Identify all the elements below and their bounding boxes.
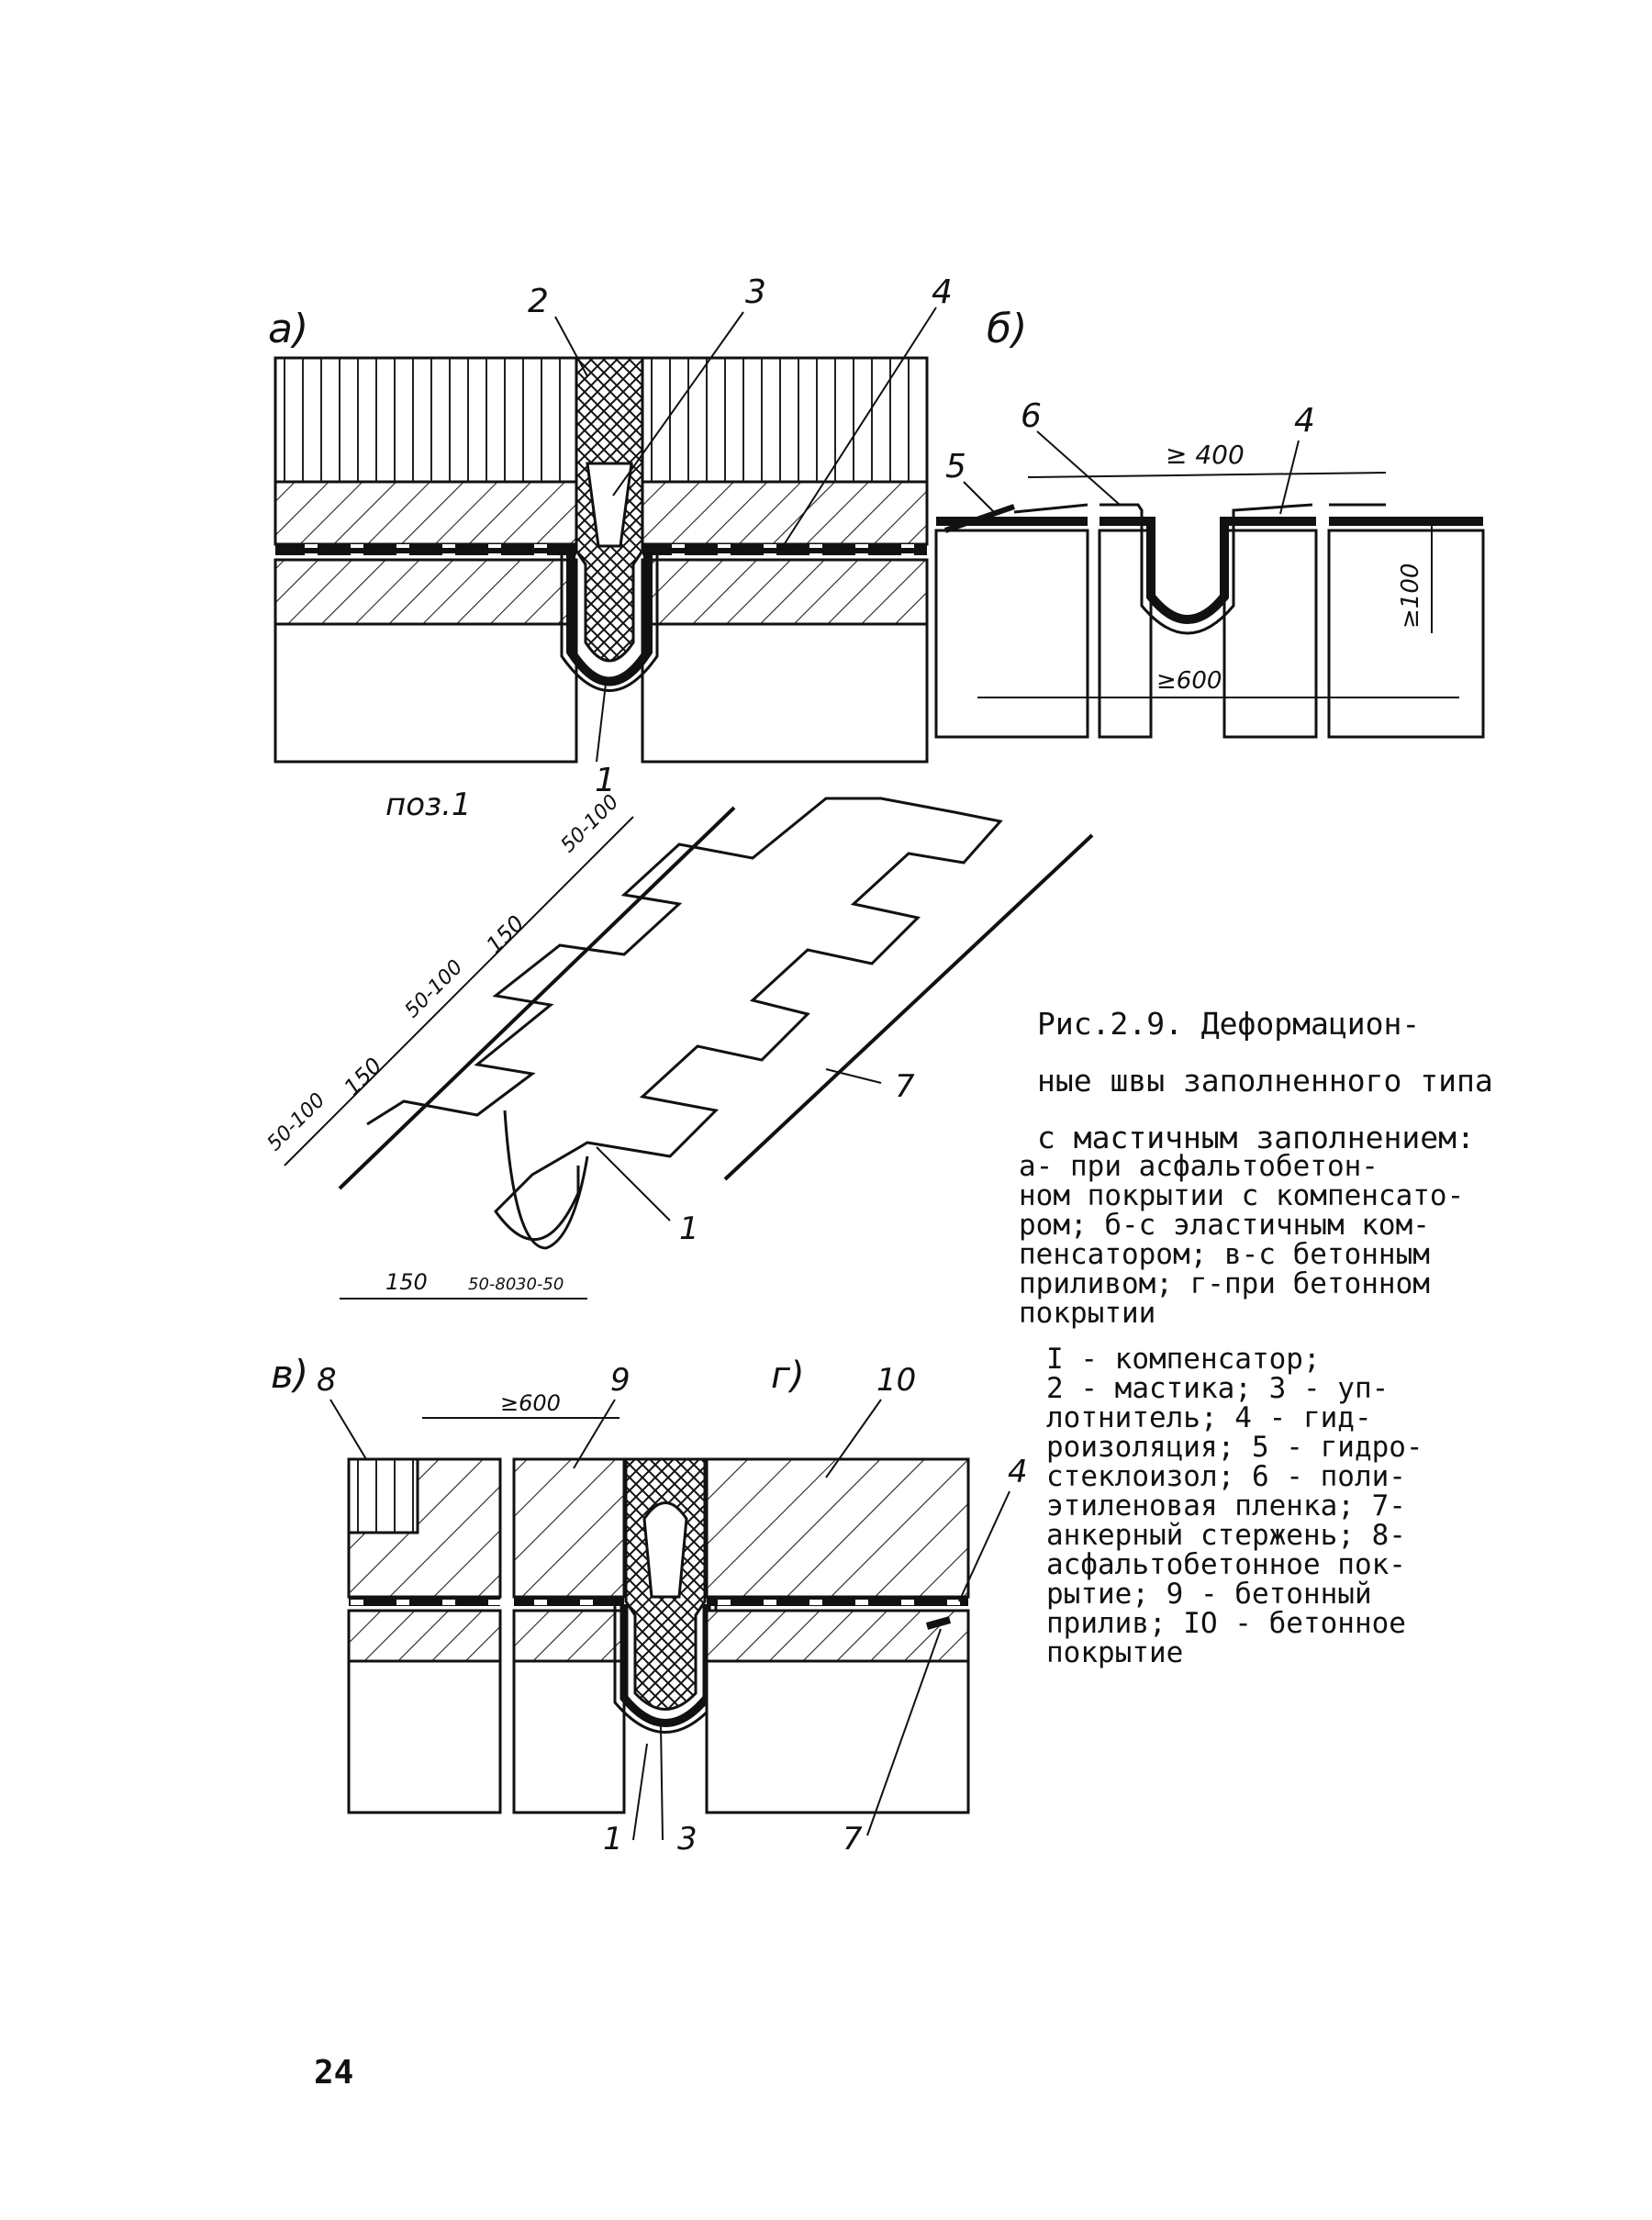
dim-30-50: 30-50: [516, 1275, 564, 1294]
waterproofing-layer: [514, 1597, 624, 1606]
dim-50-80: 50-80: [468, 1275, 516, 1294]
callout-4: 4: [932, 273, 953, 311]
panel-a-label: а): [268, 306, 308, 352]
dim-150-b: 150: [339, 1053, 386, 1100]
concrete-inflow: [512, 1457, 626, 1599]
slab: [1222, 529, 1318, 739]
seal-insert: [642, 1501, 688, 1599]
page-number: 24: [314, 2054, 354, 2092]
slab: [641, 622, 929, 764]
figure-legend: I - компенсатор; 2 - мастика; 3 - уп- ло…: [1046, 1343, 1423, 1669]
panel-g: г) 10 4 7: [613, 1355, 1028, 1857]
base-layer: [705, 1609, 970, 1663]
dim-50-100-b: 50-100: [401, 955, 468, 1022]
asphalt-layer: [273, 356, 578, 484]
pos1-label: поз.1: [385, 786, 472, 823]
dim-400: ≥ 400: [1166, 440, 1245, 470]
waterproofing-layer: [349, 1597, 500, 1606]
panel-a: а) 2 3 4 1: [268, 273, 953, 799]
panel-v-label: в): [271, 1352, 308, 1397]
callout-9: 9: [610, 1362, 631, 1399]
callout-1: 1: [595, 762, 616, 799]
dim-600: ≥600: [1156, 667, 1222, 695]
callout-10: 10: [876, 1362, 916, 1399]
dim-50-100-c: 50-100: [263, 1088, 330, 1155]
glass-insulation: [944, 504, 1015, 533]
waterproofing-layer: [275, 544, 576, 555]
dim-100: ≥100: [1397, 563, 1424, 629]
slab: [273, 622, 578, 764]
slab: [1098, 529, 1153, 739]
callout-6: 6: [1021, 397, 1042, 435]
dim-600: ≥600: [500, 1390, 561, 1416]
slab: [512, 1659, 626, 1814]
dim-150-c: 150: [385, 1269, 428, 1295]
comb-plate: [366, 797, 1003, 1242]
compensator: [560, 549, 659, 692]
callout-1: 1: [679, 1210, 699, 1247]
callout-1: 1: [603, 1821, 623, 1857]
pos1-detail: поз.1 50-100 150 50-100 150 50-100 150 5…: [263, 786, 1094, 1300]
compensator: [566, 551, 653, 686]
callout-2: 2: [528, 283, 549, 320]
callout-3: 3: [677, 1821, 698, 1857]
figure-caption-subtitles: а- при асфальтобетон- ном покрытии с ком…: [1019, 1150, 1465, 1330]
callout-7: 7: [895, 1068, 915, 1105]
slab: [347, 1659, 502, 1814]
callout-4: 4: [1294, 402, 1315, 440]
panel-g-label: г): [771, 1355, 805, 1397]
panel-b-label: б): [987, 306, 1027, 352]
callout-7: 7: [843, 1821, 863, 1857]
panel-v: в) 8 ≥600 9 1 3: [271, 1352, 698, 1857]
compensator: [620, 1604, 711, 1727]
lower-layer: [273, 558, 578, 626]
polyethylene-film: [1013, 503, 1386, 635]
callout-4: 4: [1008, 1454, 1028, 1490]
concrete-pavement: [705, 1457, 970, 1599]
base-layer: [273, 480, 578, 546]
callout-8: 8: [317, 1362, 337, 1399]
callout-5: 5: [945, 448, 966, 485]
anchor-rod: [925, 1616, 952, 1630]
panel-b: б) ≥ 400 ≥100 ≥600 6 4 5: [934, 306, 1485, 739]
waterproofing-membrane: [936, 517, 1483, 624]
asphalt-layer: [641, 356, 929, 484]
slab: [1327, 529, 1485, 739]
figure-caption-title: Рис.2.9. Деформацион- ные швы заполненно…: [1037, 1006, 1493, 1155]
slab: [934, 529, 1089, 739]
callout-3: 3: [745, 273, 766, 311]
dim-150-a: 150: [481, 910, 529, 958]
waterproofing-layer: [707, 1597, 968, 1606]
base-layer: [641, 480, 929, 546]
base-layer: [512, 1609, 626, 1663]
base-layer: [347, 1609, 502, 1663]
waterproofing-layer: [642, 544, 927, 555]
dim-50-100-a: 50-100: [557, 790, 624, 857]
lower-layer: [641, 558, 929, 626]
slab: [705, 1659, 970, 1814]
